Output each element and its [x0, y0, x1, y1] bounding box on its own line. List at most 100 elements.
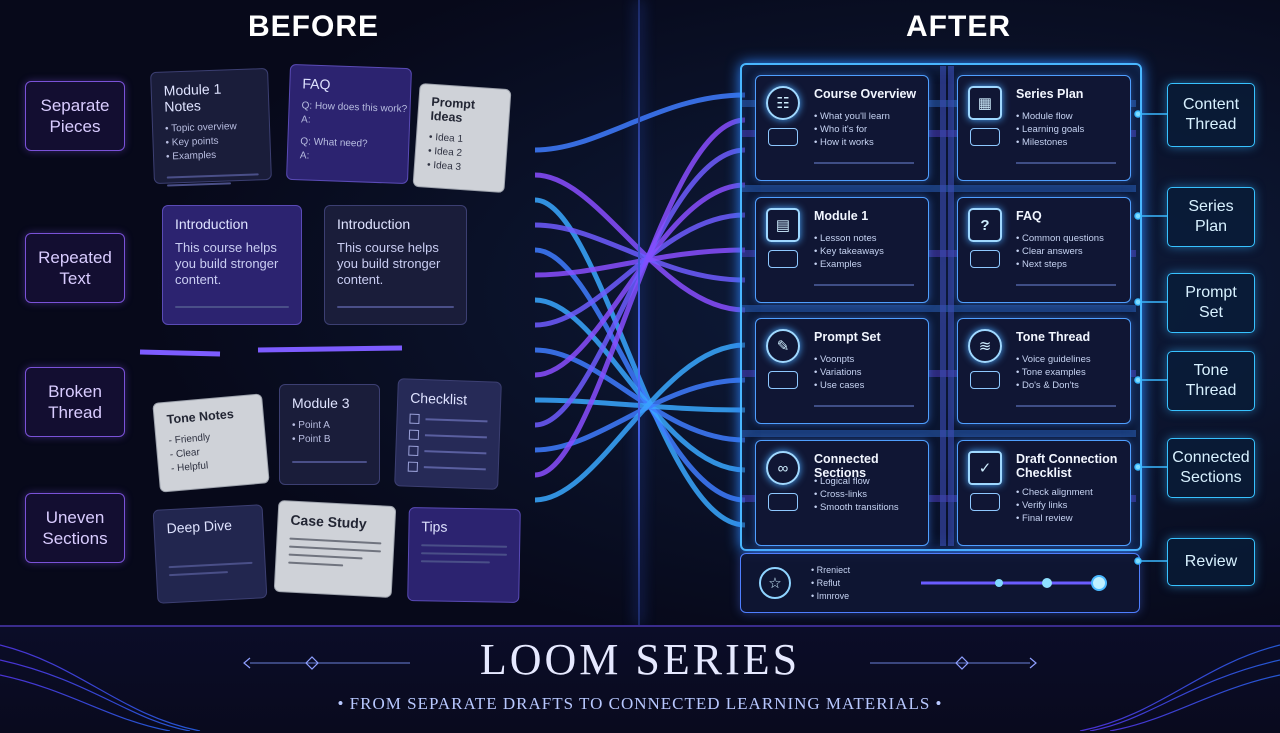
note-introduction-1: Introduction This course helps you build… [162, 205, 302, 325]
card-course-overview: ☷ Course Overview What you'll learnWho i… [755, 75, 929, 181]
note-title: Introduction [175, 216, 249, 232]
weave-strand [742, 130, 1136, 137]
link-icon: ∞ [766, 451, 800, 485]
thread [534, 117, 746, 478]
weave-strand [742, 305, 1136, 312]
card-draft-connection-checklist: ✓ Draft Connection Checklist Check align… [957, 440, 1131, 546]
banner-subtitle: • FROM SEPARATE DRAFTS TO CONNECTED LEAR… [337, 694, 943, 713]
card-item: Logical flow [814, 475, 899, 488]
card-item: Smooth transitions [814, 501, 899, 514]
card-prompt-set: ✎ Prompt Set VoonptsVariationsUse cases [755, 318, 929, 424]
banner-title: LOOM SERIES [479, 635, 801, 684]
weave-strand [742, 185, 1136, 192]
thread [534, 347, 746, 443]
weave-strand [742, 100, 1136, 107]
card-item: Final review [1016, 512, 1093, 525]
card-item: Common questions [1016, 232, 1104, 245]
card-item: Cross-links [814, 488, 899, 501]
card-item: Key takeaways [814, 245, 884, 258]
review-bar: ☆ RreniectReflutImnrove [740, 553, 1140, 613]
note-body: This course helps you build stronger con… [175, 240, 279, 287]
book-icon: ☷ [766, 86, 800, 120]
label-broken-thread: Broken Thread [25, 367, 125, 437]
question-icon: ? [968, 208, 1002, 242]
thread [534, 377, 746, 453]
card-item: What you'll learn [814, 110, 890, 123]
center-divider [638, 0, 640, 625]
note-title: Introduction [337, 216, 411, 232]
thread [534, 172, 746, 313]
note-line: • Point B [292, 434, 331, 445]
broken-thread-segment [139, 349, 221, 357]
card-item: Learning goals [1016, 123, 1084, 136]
note-title: Module 3 [292, 395, 350, 411]
card-title: Module 1 [814, 209, 869, 223]
card-title: Draft Connection Checklist [1016, 452, 1118, 480]
thread [534, 92, 746, 153]
card-item: Clear answers [1016, 245, 1104, 258]
thread [534, 247, 746, 278]
banner [0, 625, 1280, 733]
calendar-icon: ▦ [968, 86, 1002, 120]
weave-strand [742, 250, 1136, 257]
review-progress-line [921, 575, 1107, 591]
label-content-thread: Content Thread [1167, 83, 1255, 147]
card-title: FAQ [1016, 209, 1042, 223]
thread [534, 197, 746, 528]
before-header: BEFORE [248, 10, 380, 43]
card-title: Series Plan [1016, 87, 1084, 101]
card-item: Milestones [1016, 136, 1084, 149]
card-title: Course Overview [814, 87, 917, 101]
thread [534, 212, 746, 328]
label-series-plan: Series Plan [1167, 187, 1255, 247]
note-module3: Module 3 • Point A • Point B [279, 384, 380, 485]
after-header: AFTER [906, 10, 1011, 43]
review-item: Reflut [811, 577, 850, 590]
card-connected-sections: ∞ Connected Sections Logical flowCross-l… [755, 440, 929, 546]
card-item: Verify links [1016, 499, 1093, 512]
card-item: Do's & Don'ts [1016, 379, 1091, 392]
review-item: Rreniect [811, 564, 851, 577]
label-repeated-text: Repeated Text [25, 233, 125, 303]
weave-strand [940, 66, 946, 546]
document-icon: ▤ [766, 208, 800, 242]
thread [534, 247, 746, 503]
card-item: Module flow [1016, 110, 1084, 123]
card-module-1: ▤ Module 1 Lesson notesKey takeawaysExam… [755, 197, 929, 303]
card-item: Variations [814, 366, 864, 379]
label-separate-pieces: Separate Pieces [25, 81, 125, 151]
card-title: Prompt Set [814, 330, 881, 344]
thread [534, 147, 746, 428]
thread [534, 297, 746, 473]
label-uneven-sections: Uneven Sections [25, 493, 125, 563]
thread [534, 397, 746, 413]
card-item: Examples [814, 258, 884, 271]
thread [534, 222, 746, 283]
weave-strand [948, 66, 954, 546]
waveform-icon: ≋ [968, 329, 1002, 363]
card-series-plan: ▦ Series Plan Module flowLearning goalsM… [957, 75, 1131, 181]
card-faq: ? FAQ Common questionsClear answersNext … [957, 197, 1131, 303]
banner-decoration [0, 644, 1280, 731]
weave-strand [742, 370, 1136, 377]
note-introduction-2: Introduction This course helps you build… [324, 205, 467, 325]
pencil-icon: ✎ [766, 329, 800, 363]
card-item: Next steps [1016, 258, 1104, 271]
card-tone-thread: ≋ Tone Thread Voice guidelinesTone examp… [957, 318, 1131, 424]
label-connected-sections: Connected Sections [1167, 438, 1255, 498]
card-item: How it works [814, 136, 890, 149]
label-prompt-set: Prompt Set [1167, 273, 1255, 333]
checkbox-icon: ✓ [968, 451, 1002, 485]
thread [534, 342, 746, 503]
card-item: Check alignment [1016, 486, 1093, 499]
note-line: • Point A [292, 420, 330, 431]
note-body: This course helps you build stronger con… [337, 240, 441, 287]
star-icon: ☆ [759, 567, 791, 599]
card-item: Voice guidelines [1016, 353, 1091, 366]
card-item: Tone examples [1016, 366, 1091, 379]
weave-strand [742, 430, 1136, 437]
label-tone-thread: Tone Thread [1167, 351, 1255, 411]
